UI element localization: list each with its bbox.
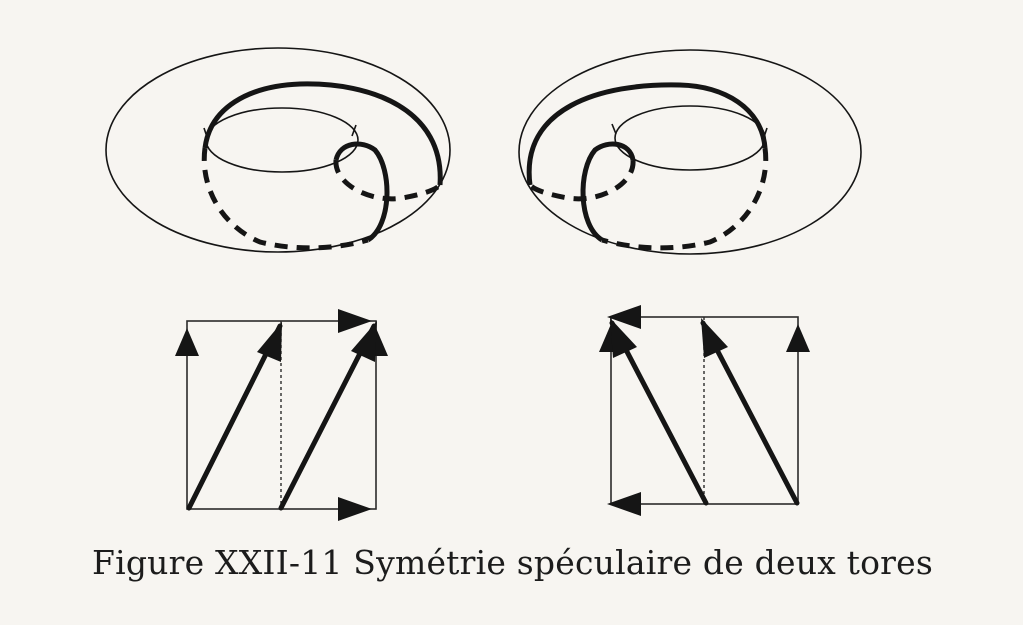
edge-arrowhead — [607, 305, 641, 329]
diagonal-arrowhead — [351, 321, 377, 362]
torus-hole-outline — [614, 105, 766, 171]
torus-hole-tick — [611, 123, 617, 135]
diagonal-arrowhead — [257, 322, 282, 362]
torus-outer-outline — [105, 47, 451, 253]
diagonal-arrowhead — [610, 318, 637, 358]
edge-arrowhead — [338, 309, 372, 333]
torus-loop-solid — [333, 141, 390, 243]
torus-curve-dashed — [333, 159, 442, 202]
torus-right — [518, 49, 862, 255]
diagonal-arrow — [609, 320, 709, 506]
diagonal-arrow — [278, 323, 377, 511]
torus-left — [105, 47, 451, 253]
square-left — [175, 309, 388, 521]
torus-curve-dashed — [601, 147, 769, 251]
diagonal-arrowhead — [701, 318, 728, 358]
torus-curve-dashed — [528, 159, 636, 202]
torus-loop-solid — [580, 141, 636, 243]
edge-arrowhead — [786, 324, 810, 352]
torus-hole-tick — [351, 124, 357, 137]
edge-arrowhead — [607, 492, 641, 516]
torus-curve-solid — [526, 82, 768, 186]
torus-outer-outline — [518, 49, 862, 255]
torus-curve-dashed — [201, 147, 369, 251]
square-outline — [186, 320, 377, 510]
torus-curve-solid — [202, 81, 443, 186]
square-right — [599, 305, 810, 516]
edge-arrowhead — [175, 328, 199, 356]
diagonal-arrow — [700, 320, 800, 506]
edge-arrowhead — [338, 497, 372, 521]
diagonal-arrow — [186, 323, 283, 511]
figure-caption: Figure XXII-11 Symétrie spéculaire de de… — [92, 543, 934, 582]
